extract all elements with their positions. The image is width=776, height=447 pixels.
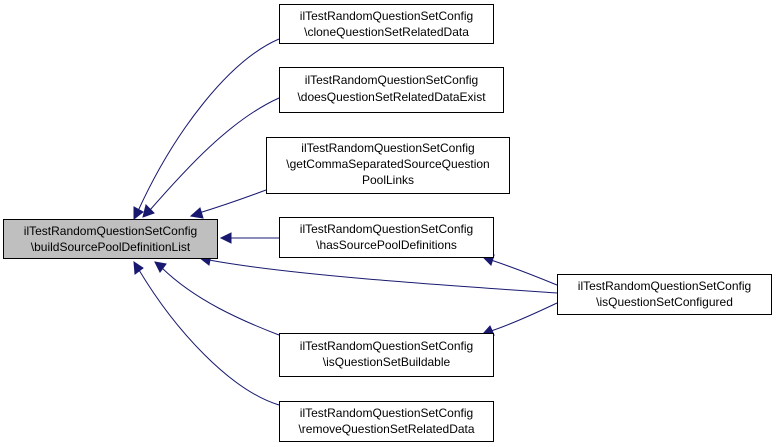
node-exists-line1: ilTestRandomQuestionSetConfig [305,73,478,87]
node-buildable-line2: \isQuestionSetBuildable [323,355,451,369]
arrow-remove-to-root [133,261,144,275]
node-buildable-box [279,333,494,377]
node-configured-line1: ilTestRandomQuestionSetConfig [578,279,751,293]
node-root-line2: \buildSourcePoolDefinitionList [31,240,191,254]
edge-configured-to-buildable [490,302,558,332]
node-links-line3: PoolLinks [362,173,414,187]
arrow-links-to-root [189,207,204,219]
node-hasdefs[interactable]: ilTestRandomQuestionSetConfig \hasSource… [279,217,494,258]
node-buildable[interactable]: ilTestRandomQuestionSetConfig \isQuestio… [279,333,494,377]
arrow-clone-to-root [133,206,144,221]
node-remove-line1: ilTestRandomQuestionSetConfig [300,406,473,420]
edge-links-to-root [198,189,267,214]
node-clone-line2: \cloneQuestionSetRelatedData [304,25,469,39]
node-root[interactable]: ilTestRandomQuestionSetConfig \buildSour… [3,219,218,259]
edge-configured-to-hasdefs [490,259,558,286]
arrow-hasdefs-to-root [219,232,232,244]
node-links-box [266,137,510,194]
node-exists-line2: \doesQuestionSetRelatedDataExist [297,90,486,104]
node-links[interactable]: ilTestRandomQuestionSetConfig \getCommaS… [266,137,510,194]
node-configured[interactable]: ilTestRandomQuestionSetConfig \isQuestio… [557,274,772,315]
node-configured-box [557,274,772,315]
arrow-buildable-to-root [154,261,167,273]
node-clone-line1: ilTestRandomQuestionSetConfig [300,9,473,23]
node-links-line1: ilTestRandomQuestionSetConfig [301,141,474,155]
node-remove-box [279,401,494,442]
node-links-line2: \getCommaSeparatedSourceQuestion [286,157,489,171]
edge-buildable-to-root [161,267,280,336]
node-hasdefs-box [279,217,494,258]
arrow-exists-to-root [142,204,155,218]
edge-clone-to-root [137,38,280,212]
edge-remove-to-root [138,269,280,406]
node-hasdefs-line1: ilTestRandomQuestionSetConfig [300,222,473,236]
node-remove-line2: \removeQuestionSetRelatedData [298,422,474,436]
edge-exists-to-root [149,97,280,211]
node-remove[interactable]: ilTestRandomQuestionSetConfig \removeQue… [279,401,494,442]
node-buildable-line1: ilTestRandomQuestionSetConfig [300,339,473,353]
node-clone[interactable]: ilTestRandomQuestionSetConfig \cloneQues… [279,4,494,44]
node-exists[interactable]: ilTestRandomQuestionSetConfig \doesQuest… [279,67,504,113]
node-root-line1: ilTestRandomQuestionSetConfig [24,224,197,238]
node-root-box [3,219,218,259]
edge-configured-to-root [208,259,558,294]
node-exists-box [279,67,504,113]
node-configured-line2: \isQuestionSetConfigured [596,295,733,309]
node-clone-box [279,4,494,44]
node-hasdefs-line2: \hasSourcePoolDefinitions [316,238,457,252]
